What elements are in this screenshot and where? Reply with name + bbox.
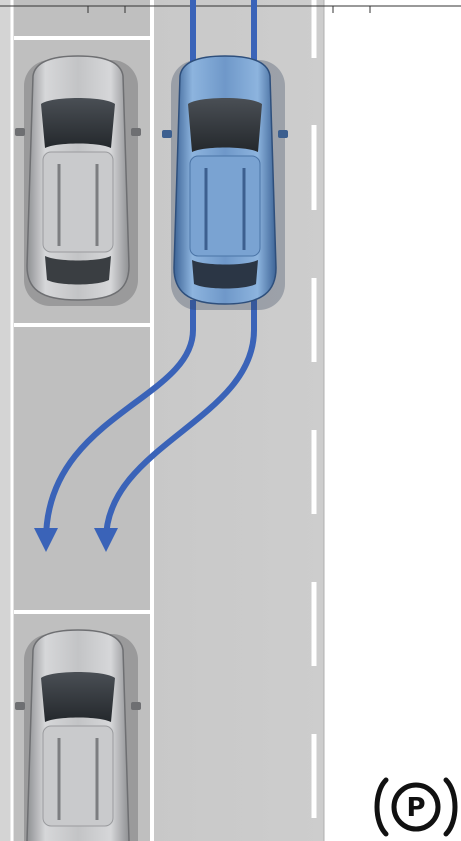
parked-car-rear <box>15 630 141 841</box>
brake-arc-right-outer <box>446 780 455 834</box>
parked-car-front <box>15 56 141 306</box>
parking-brake-icon: P <box>372 776 460 838</box>
brake-arc-left-outer <box>377 780 386 834</box>
moving-car <box>162 56 288 310</box>
brake-letter: P <box>406 793 425 823</box>
curb <box>0 0 12 841</box>
